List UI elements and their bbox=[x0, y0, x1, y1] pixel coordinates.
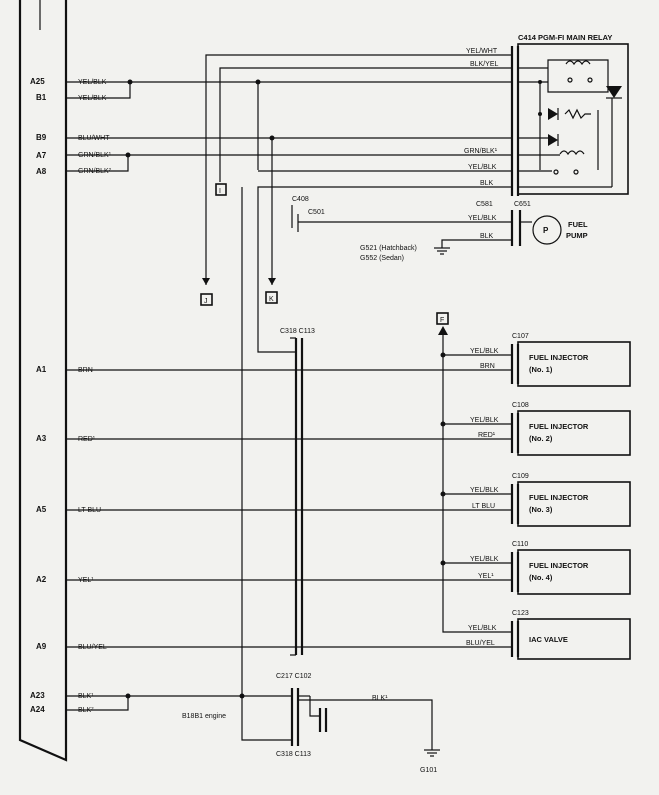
injector-4 bbox=[510, 549, 631, 595]
ref-box-f bbox=[436, 312, 449, 325]
top-wires bbox=[66, 54, 512, 353]
ground-circuit bbox=[66, 187, 440, 757]
pin-b9: B9 bbox=[36, 133, 47, 142]
inj2-name: FUEL INJECTOR bbox=[529, 422, 589, 431]
ground-label: G101 bbox=[420, 767, 437, 774]
iac-wire-top: YEL/BLK bbox=[468, 625, 497, 632]
pin-a1: A1 bbox=[36, 365, 47, 374]
ground-conn-top: C217 C102 bbox=[276, 673, 312, 680]
injector-1 bbox=[510, 341, 631, 387]
inj1-num: (No. 1) bbox=[529, 365, 553, 374]
iac-conn: C123 bbox=[512, 610, 529, 617]
iac-valve bbox=[510, 618, 631, 660]
inj2-conn: C108 bbox=[512, 402, 529, 409]
pin-a9: A9 bbox=[36, 642, 47, 651]
ground-conn-bottom: C318 C113 bbox=[276, 751, 311, 758]
pin-a24: A24 bbox=[30, 705, 45, 714]
ref-i: I bbox=[219, 188, 221, 195]
injector-signal-wires bbox=[66, 369, 512, 648]
inj4-wire-top: YEL/BLK bbox=[470, 556, 499, 563]
inj3-wire-bot: LT BLU bbox=[472, 503, 495, 510]
inj3-wire-top: YEL/BLK bbox=[470, 487, 499, 494]
inj2-wire-top: YEL/BLK bbox=[470, 417, 499, 424]
pin-a8: A8 bbox=[36, 167, 47, 176]
conn-c581: C581 bbox=[476, 201, 493, 208]
relay-wire-yelwht: YEL/WHT bbox=[466, 48, 498, 55]
inj4-conn: C110 bbox=[512, 541, 528, 548]
ref-box-k bbox=[265, 291, 278, 304]
conn-c501: C501 bbox=[308, 209, 325, 216]
relay-title: C414 PGM-FI MAIN RELAY bbox=[518, 33, 612, 42]
ref-k: K bbox=[269, 296, 274, 303]
injector-power-bus bbox=[438, 326, 512, 633]
pin-b1: B1 bbox=[36, 93, 47, 102]
inj4-name: FUEL INJECTOR bbox=[529, 561, 589, 570]
pin-a23: A23 bbox=[30, 691, 45, 700]
ref-box-j bbox=[200, 293, 213, 306]
injector-3 bbox=[510, 481, 631, 527]
conn-c408: C408 bbox=[292, 196, 309, 203]
fuel-pump-label-1: FUEL bbox=[568, 220, 588, 229]
inj4-num: (No. 4) bbox=[529, 573, 553, 582]
ground-sedan: G552 (Sedan) bbox=[360, 255, 404, 262]
inj3-name: FUEL INJECTOR bbox=[529, 493, 589, 502]
iac-name: IAC VALVE bbox=[529, 635, 568, 644]
fuel-pump-wire-yelblk: YEL/BLK bbox=[468, 215, 497, 222]
fuel-pump-wire-blk: BLK bbox=[480, 233, 494, 240]
center-conn-label: C318 C113 bbox=[280, 328, 315, 335]
pin-a7: A7 bbox=[36, 151, 47, 160]
relay-wire-yelblk: YEL/BLK bbox=[468, 164, 497, 171]
ref-j: J bbox=[204, 298, 208, 305]
fuel-pump-label-2: PUMP bbox=[566, 231, 588, 240]
inj1-conn: C107 bbox=[512, 333, 529, 340]
pin-a25: A25 bbox=[30, 77, 45, 86]
pin-a3: A3 bbox=[36, 434, 47, 443]
relay-wire-blkyel: BLK/YEL bbox=[470, 61, 499, 68]
fuel-pump-symbol: P bbox=[543, 226, 549, 235]
iac-wire-bot: BLU/YEL bbox=[466, 640, 495, 647]
inj3-num: (No. 3) bbox=[529, 505, 553, 514]
inj1-wire-bot: BRN bbox=[480, 363, 495, 370]
inj1-wire-top: YEL/BLK bbox=[470, 348, 499, 355]
pin-a5: A5 bbox=[36, 505, 47, 514]
inj3-conn: C109 bbox=[512, 473, 529, 480]
ref-box-i bbox=[215, 183, 227, 196]
inj4-wire-bot: YEL¹ bbox=[478, 573, 494, 580]
inj2-wire-bot: RED¹ bbox=[478, 432, 496, 439]
injector-2 bbox=[510, 410, 631, 456]
relay-wire-grnblk: GRN/BLK¹ bbox=[464, 148, 498, 155]
relay-wire-blk: BLK bbox=[480, 180, 494, 187]
ecu-block bbox=[18, 0, 68, 762]
ground-wire: BLK¹ bbox=[372, 695, 388, 702]
inj2-num: (No. 2) bbox=[529, 434, 553, 443]
ref-f: F bbox=[440, 317, 444, 324]
pin-a2: A2 bbox=[36, 575, 47, 584]
ground-engine-note: B18B1 engine bbox=[182, 713, 226, 720]
conn-c651: C651 bbox=[514, 201, 531, 208]
main-relay bbox=[510, 43, 629, 196]
center-connector bbox=[290, 337, 304, 656]
ground-hatchback: G521 (Hatchback) bbox=[360, 245, 417, 252]
fuel-pump bbox=[291, 205, 562, 255]
inj1-name: FUEL INJECTOR bbox=[529, 353, 589, 362]
